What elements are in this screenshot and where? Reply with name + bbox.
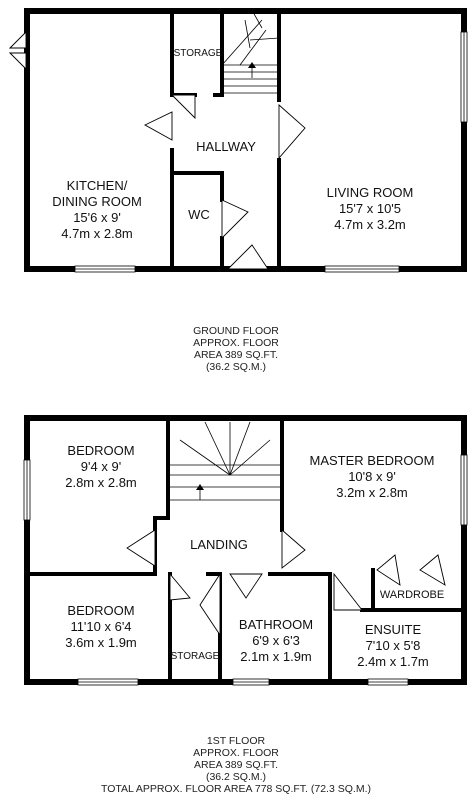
kitchen-door-lower-icon: [8, 52, 27, 71]
bedroom-1-label: BEDROOM 9'4 x 9' 2.8m x 2.8m: [65, 443, 137, 490]
hallway-label: HALLWAY: [196, 139, 256, 154]
ensuite-label: ENSUITE 7'10 x 5'8 2.4m x 1.7m: [357, 622, 429, 669]
total-area: TOTAL APPROX. FLOOR AREA 778 SQ.FT. (72.…: [101, 783, 371, 795]
first-floor-stairs: [168, 421, 282, 501]
ground-floor-stairs: [221, 11, 280, 94]
ensuite-door-icon: [333, 572, 363, 611]
bathroom-door-icon: [229, 573, 263, 599]
bedroom-2-door-icon: [169, 572, 191, 601]
master-bedroom-door-icon: [281, 529, 306, 569]
ground-floor-plan: [8, 8, 468, 273]
kitchen-door-upper-icon: [8, 30, 27, 49]
stairs-up-arrow-icon: [248, 62, 256, 68]
bedroom-1-door-icon: [126, 529, 156, 567]
first-floor-plan: [23, 415, 468, 686]
landing-label: LANDING: [190, 537, 248, 552]
stairs-up-arrow-icon: [196, 484, 204, 490]
living-room-label: LIVING ROOM 15'7 x 10'5 4.7m x 3.2m: [326, 185, 414, 232]
living-room-door-icon: [278, 104, 306, 160]
wardrobe-door-right-icon: [419, 554, 446, 586]
kitchen-door-icon: [144, 111, 173, 141]
storage-door-icon: [199, 572, 221, 637]
wardrobe-label: WARDROBE: [379, 589, 445, 601]
bathroom-label: BATHROOM 6'9 x 6'3 2.1m x 1.9m: [238, 617, 314, 664]
first-floor-summary: 1ST FLOOR APPROX. FLOOR AREA 389 SQ.FT. …: [101, 735, 371, 795]
wc-door-icon: [221, 199, 249, 240]
master-bedroom-label: MASTER BEDROOM 10'8 x 9' 3.2m x 2.8m: [309, 453, 435, 500]
wc-label: WC: [188, 207, 210, 222]
ground-floor-summary: GROUND FLOOR APPROX. FLOOR AREA 389 SQ.F…: [193, 325, 279, 373]
kitchen-label: KITCHEN/ DINING ROOM 15'6 x 9' 4.7m x 2.…: [52, 178, 142, 241]
storage-door-icon: [170, 94, 196, 120]
wardrobe-door-left-icon: [376, 554, 401, 586]
first-floor-storage-label: STORAGE: [170, 651, 220, 662]
storage-label: STORAGE: [173, 48, 223, 59]
front-door-icon: [226, 244, 269, 270]
bedroom-2-label: BEDROOM 11'10 x 6'4 3.6m x 1.9m: [65, 603, 137, 650]
